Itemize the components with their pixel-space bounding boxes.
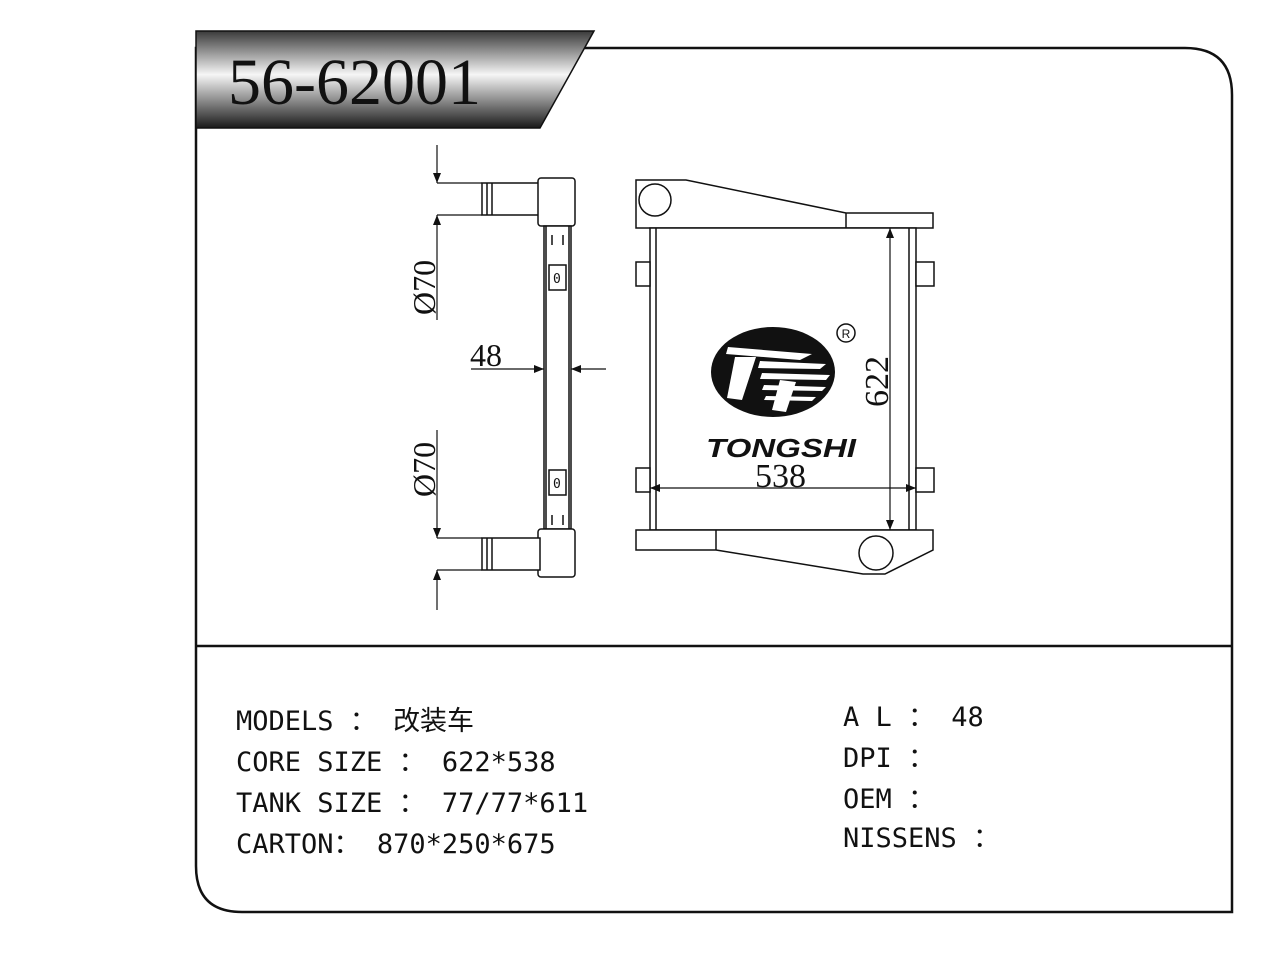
- outlet-pipe: [481, 537, 541, 571]
- inlet-diameter-label: Ø70: [406, 260, 442, 315]
- spec-core-size-value: 622*538: [441, 747, 556, 778]
- spec-core-size-label: CORE SIZE: [236, 747, 383, 778]
- brand-logo: R TONGSHI: [706, 323, 857, 463]
- brand-logo-emblem: [711, 327, 835, 417]
- spec-dpi-label: DPI: [843, 743, 892, 774]
- core-depth-label: 48: [470, 337, 502, 373]
- bottom-tank-front: [635, 529, 934, 575]
- spec-tank-size-value: 77/77*611: [441, 788, 589, 819]
- spec-carton: CARTON： 870*250*675: [236, 829, 556, 860]
- top-mount-hole: [638, 183, 672, 217]
- spec-nissens-label: NISSENS: [843, 823, 957, 854]
- bottom-mount-hole: [858, 535, 894, 571]
- front-dimension-lines: [650, 228, 916, 530]
- bottom-tank-side: [537, 528, 576, 578]
- registered-mark: R: [842, 327, 851, 341]
- spec-al-value: 48: [951, 702, 984, 733]
- brand-name: TONGSHI: [706, 433, 857, 463]
- inlet-pipe: [481, 182, 541, 216]
- core-height-label: 622: [859, 356, 896, 407]
- spec-models: MODELS ： 改装车: [236, 706, 475, 737]
- spec-core-size: CORE SIZE ： 622*538: [236, 747, 556, 778]
- spec-dpi: DPI ：: [843, 743, 936, 774]
- spec-oem-label: OEM: [843, 784, 892, 815]
- spec-carton-value: 870*250*675: [376, 829, 556, 860]
- port-marker-bottom: 0: [553, 477, 561, 492]
- outlet-diameter-label: Ø70: [406, 442, 442, 497]
- spec-tank-size: TANK SIZE ： 77/77*611: [236, 788, 589, 819]
- port-marker-top: 0: [553, 272, 561, 287]
- spec-models-value: 改装车: [393, 706, 475, 737]
- outer-frame: [194, 46, 1234, 914]
- spec-al-label: A L: [843, 702, 892, 733]
- spec-models-label: MODELS: [236, 706, 334, 737]
- part-number: 56-62001: [228, 46, 481, 119]
- registered-icon: [836, 323, 856, 343]
- spec-tank-size-label: TANK SIZE: [236, 788, 383, 819]
- spec-al: A L ： 48: [843, 702, 984, 733]
- core-width-label: 538: [755, 458, 806, 495]
- part-number-banner: [195, 30, 596, 129]
- top-tank-side: [537, 177, 576, 227]
- top-tank-front: [635, 179, 934, 229]
- spec-nissens: NISSENS ：: [843, 823, 1001, 854]
- spec-oem: OEM ：: [843, 784, 936, 815]
- side-view: [481, 177, 576, 578]
- side-dimension-lines: [433, 145, 606, 610]
- spec-carton-label: CARTON: [236, 829, 334, 860]
